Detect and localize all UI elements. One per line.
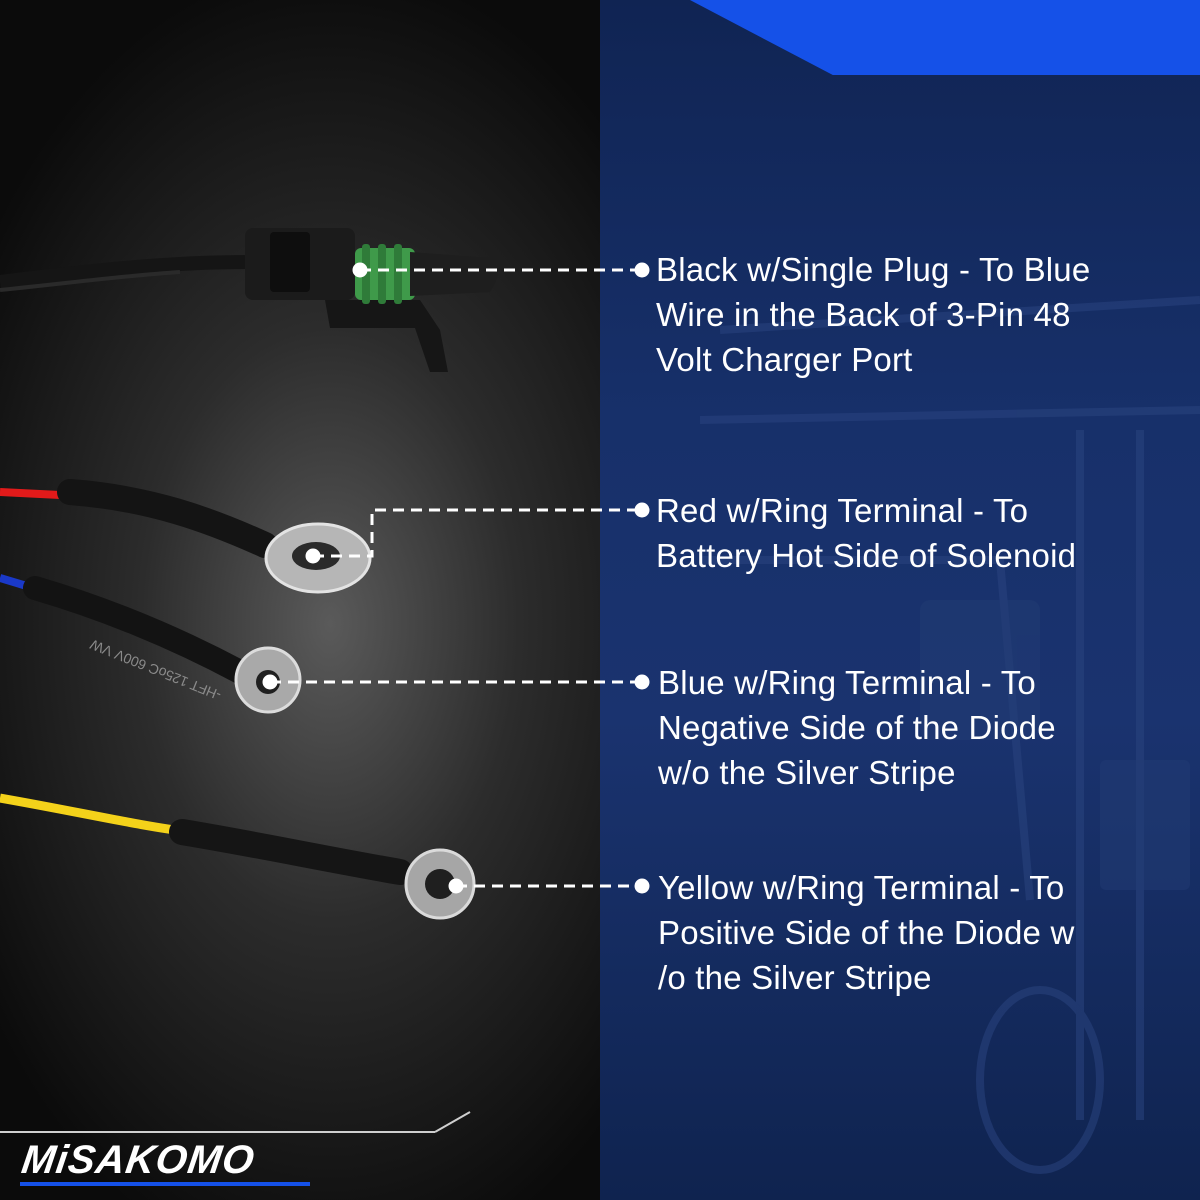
black-wire	[0, 255, 251, 289]
callout-black-plug: Black w/Single Plug - To Blue Wire in th…	[656, 251, 1091, 378]
single-plug-connector	[245, 228, 498, 372]
red-wire-assembly	[0, 479, 372, 594]
logo-underline	[20, 1182, 310, 1186]
black-wire-assembly	[0, 228, 498, 372]
callout-yellow-ring: Yellow w/Ring Terminal - To Positive Sid…	[658, 869, 1075, 996]
logo-divider	[0, 1111, 471, 1133]
misakomo-logo: MiSAKOMO	[18, 1138, 258, 1182]
callout-blue-ring: Blue w/Ring Terminal - To Negative Side …	[658, 664, 1056, 791]
callout-leaders	[262, 262, 650, 894]
yellow-wire-assembly	[0, 793, 476, 920]
callout-red-ring: Red w/Ring Terminal - To Battery Hot Sid…	[656, 492, 1077, 574]
